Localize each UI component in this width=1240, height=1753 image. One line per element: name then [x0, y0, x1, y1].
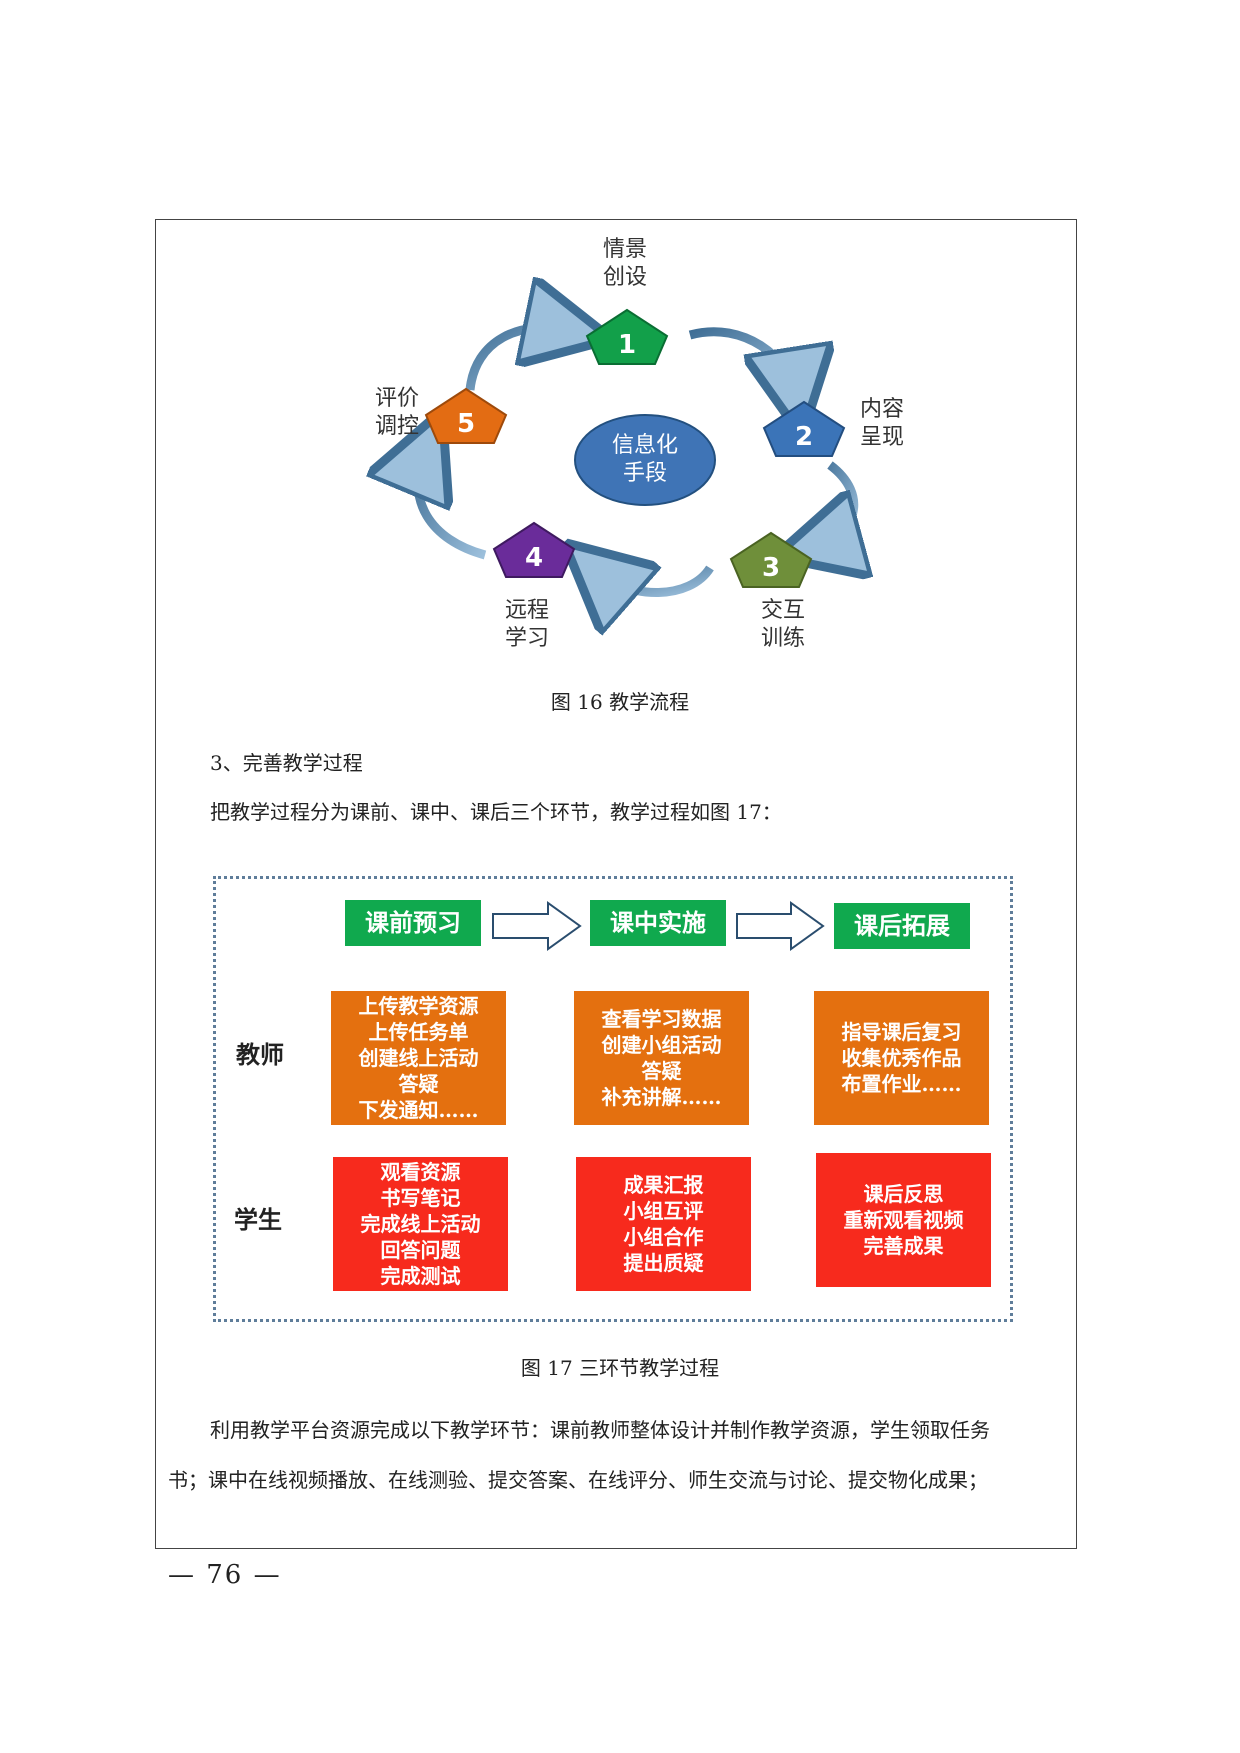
node-3: 3: [729, 531, 813, 588]
role-teacher: 教师: [236, 1040, 284, 1069]
body-line-2: 书；课中在线视频播放、在线测验、提交答案、在线评分、师生交流与讨论、提交物化成果…: [168, 1468, 988, 1492]
stage-arrows: [492, 901, 825, 951]
arrow-1-to-2: [688, 327, 795, 392]
stage-pre-class: 课前预习: [345, 900, 481, 946]
teaching-cycle-diagram: 1 2 3 4 5: [0, 0, 1240, 720]
teacher-in-item: 查看学习数据: [601, 1007, 722, 1031]
node-1-label: 情景 创设: [602, 237, 647, 290]
section-intro: 把教学过程分为课前、课中、课后三个环节，教学过程如图 17：: [210, 800, 782, 824]
body-line-1: 利用教学平台资源完成以下教学环节：课前教师整体设计并制作教学资源，学生领取任务: [210, 1418, 990, 1442]
stage-arrow-1: [492, 901, 582, 951]
node-5-label: 评价 调控: [374, 386, 419, 439]
node-4-pentagon: [492, 521, 576, 578]
node-3-number: 3: [762, 553, 780, 583]
teacher-post-block: 指导课后复习 收集优秀作品 布置作业……: [814, 991, 989, 1125]
student-pre-item: 书写笔记: [380, 1186, 461, 1210]
teacher-in-item: 答疑: [641, 1059, 682, 1083]
arrow-3-to-4: [598, 568, 714, 593]
student-pre-block: 观看资源 书写笔记 完成线上活动 回答问题 完成测试: [333, 1157, 508, 1291]
teacher-in-block: 查看学习数据 创建小组活动 答疑 补充讲解……: [574, 991, 749, 1125]
teacher-in-item: 补充讲解……: [601, 1085, 722, 1109]
section-heading: 3、完善教学过程: [210, 751, 363, 775]
teacher-pre-item: 下发通知……: [358, 1098, 479, 1122]
node-2-pentagon: [762, 400, 846, 457]
center-ellipse: [574, 414, 716, 506]
node-4: 4: [492, 521, 576, 578]
role-student: 学生: [234, 1205, 282, 1234]
stage-in-class: 课中实施: [590, 900, 726, 946]
page-frame: [155, 219, 1077, 1549]
node-2-label: 内容 呈现: [859, 397, 904, 450]
node-2-number: 2: [795, 422, 813, 452]
node-3-pentagon: [729, 531, 813, 588]
teacher-post-item: 收集优秀作品: [841, 1046, 962, 1070]
student-in-item: 提出质疑: [623, 1251, 704, 1275]
node-5-number: 5: [457, 409, 475, 439]
student-in-item: 小组互评: [623, 1199, 704, 1223]
teacher-post-item: 布置作业……: [841, 1072, 962, 1096]
center-label: 信息化 手段: [611, 433, 678, 486]
teacher-pre-item: 答疑: [398, 1072, 439, 1096]
stage-post-class: 课后拓展: [834, 903, 970, 949]
arrow-2-to-3: [818, 461, 854, 545]
student-pre-item: 回答问题: [380, 1238, 461, 1262]
teacher-pre-block: 上传教学资源 上传任务单 创建线上活动 答疑 下发通知……: [331, 991, 506, 1125]
node-1-pentagon: [585, 308, 669, 365]
figure-17-caption: 图 17 三环节教学过程: [520, 1356, 720, 1380]
student-post-item: 完善成果: [863, 1234, 944, 1258]
node-1: 1: [585, 308, 669, 365]
node-1-number: 1: [618, 330, 636, 360]
student-in-block: 成果汇报 小组互评 小组合作 提出质疑: [576, 1157, 751, 1291]
student-pre-item: 观看资源: [380, 1160, 461, 1184]
student-in-item: 成果汇报: [623, 1173, 704, 1197]
teacher-pre-item: 上传任务单: [368, 1020, 469, 1044]
node-3-label: 交互 训练: [760, 598, 805, 651]
flow-diagram-frame: [213, 876, 1013, 1322]
student-pre-item: 完成测试: [380, 1264, 461, 1288]
student-pre-item: 完成线上活动: [360, 1212, 481, 1236]
stage-arrow-2: [736, 901, 825, 951]
teacher-in-item: 创建小组活动: [601, 1033, 722, 1057]
arrow-5-to-1: [465, 328, 568, 391]
teacher-pre-item: 创建线上活动: [358, 1046, 479, 1070]
student-in-item: 小组合作: [623, 1225, 704, 1249]
teacher-post-item: 指导课后复习: [841, 1020, 962, 1044]
arrow-4-to-5: [418, 452, 487, 560]
student-post-item: 课后反思: [863, 1182, 944, 1206]
node-5-pentagon: [424, 387, 508, 444]
node-5: 5: [424, 387, 508, 444]
figure-16-caption: 图 16 教学流程: [550, 690, 690, 714]
node-4-label: 远程 学习: [504, 598, 549, 651]
page-number: — 76 —: [168, 1560, 282, 1590]
node-4-number: 4: [525, 543, 543, 573]
student-post-item: 重新观看视频: [843, 1208, 964, 1232]
student-post-block: 课后反思 重新观看视频 完善成果: [816, 1153, 991, 1287]
teacher-pre-item: 上传教学资源: [358, 994, 479, 1018]
node-2: 2: [762, 400, 846, 457]
